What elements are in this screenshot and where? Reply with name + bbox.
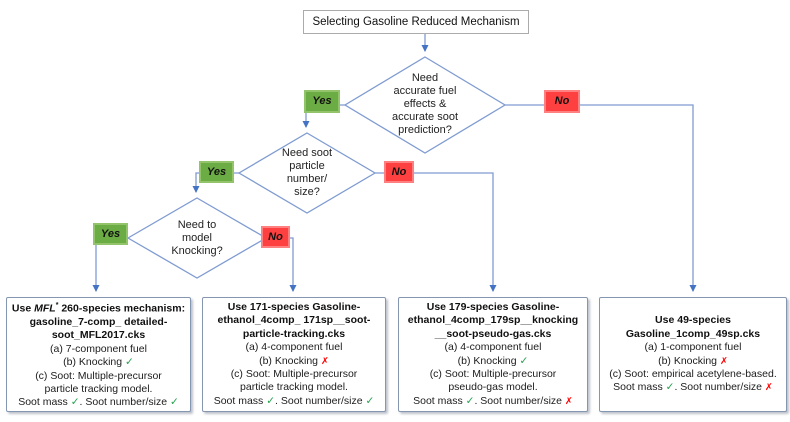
text-segment: MFL xyxy=(34,302,56,315)
result-box-line: (b) Knocking ✓ xyxy=(400,355,586,368)
text-segment: particle tracking model. xyxy=(44,383,153,396)
text-segment: Soot mass xyxy=(613,381,666,394)
check-icon: ✓ xyxy=(266,394,276,407)
text-segment: gasoline_7-comp_ detailed- xyxy=(29,316,168,329)
text-segment: (b) Knocking xyxy=(259,354,321,367)
yes-label-decision1: Yes xyxy=(304,90,340,113)
decision-diamond-fuel-effects xyxy=(343,56,507,154)
cross-icon: ✗ xyxy=(564,395,573,407)
text-segment: (a) 7-component fuel xyxy=(50,342,147,355)
result-box-line: (a) 7-component fuel xyxy=(8,343,189,356)
result-box-line: (b) Knocking ✓ xyxy=(8,356,189,369)
result-box-gasoline-ethanol-4comp-171sp: Use 171-species Gasoline-ethanol_4comp_ … xyxy=(202,297,386,412)
connector-decision3-yes-to-box1 xyxy=(92,237,128,292)
result-box-line: (c) Soot: empirical acetylene-based. xyxy=(601,368,785,381)
text-segment: . Soot number/size xyxy=(79,396,170,409)
text-segment: particle tracking model. xyxy=(240,381,348,394)
no-label-decision3: No xyxy=(261,226,290,248)
result-box-line: (a) 4-component fuel xyxy=(400,341,586,354)
text-segment: (a) 4-component fuel xyxy=(444,341,542,354)
check-icon: ✓ xyxy=(365,394,375,407)
result-box-line: Soot mass ✓. Soot number/size ✗ xyxy=(601,381,785,394)
text-segment: (b) Knocking xyxy=(457,354,520,367)
text-segment: soot_MFL2017.cks xyxy=(51,329,146,342)
text-segment: (c) Soot: empirical acetylene-based. xyxy=(609,367,777,380)
decision-question-knocking: Need to model Knocking? xyxy=(171,219,223,257)
yes-label-decision3: Yes xyxy=(93,223,128,245)
text-segment: (a) 4-component fuel xyxy=(245,341,343,354)
result-box-line: (a) 1-component fuel xyxy=(601,341,785,354)
result-box-line: (a) 4-component fuel xyxy=(204,341,384,354)
check-icon: ✓ xyxy=(70,396,80,409)
result-box-title: Use 171-species Gasoline-ethanol_4comp_ … xyxy=(204,301,384,341)
cross-icon: ✗ xyxy=(320,355,329,367)
cross-icon: ✗ xyxy=(719,355,728,367)
text-segment: Use xyxy=(11,302,35,315)
text-segment: ethanol_4comp_179sp__knocking xyxy=(407,314,579,327)
result-box-line: (b) Knocking ✗ xyxy=(204,355,384,368)
decision-diamond-soot-particle xyxy=(237,132,377,214)
check-icon: ✓ xyxy=(125,356,134,369)
text-segment: Soot mass xyxy=(213,394,267,407)
text-segment: Use 171-species Gasoline- xyxy=(227,300,361,313)
check-icon: ✓ xyxy=(519,354,529,367)
yes-label-decision2: Yes xyxy=(199,161,234,183)
connector-decision2-no-to-box3 xyxy=(375,172,497,292)
text-segment: Use 179-species Gasoline- xyxy=(426,300,560,313)
result-box-title: Use 179-species Gasoline-ethanol_4comp_1… xyxy=(400,301,586,341)
text-segment: Soot mass xyxy=(413,394,466,407)
text-segment: pseudo-gas model. xyxy=(448,381,538,394)
text-segment: * xyxy=(55,302,59,310)
decision-diamond-knocking xyxy=(126,197,268,279)
text-segment: (b) Knocking xyxy=(63,356,126,369)
result-box-title: Use MFL* 260-species mechanism:gasoline_… xyxy=(8,299,189,343)
text-segment: (c) Soot: Multiple-precursor xyxy=(429,367,557,380)
text-segment: particle-tracking.cks xyxy=(242,327,346,340)
result-box-line: Soot mass ✓. Soot number/size ✓ xyxy=(204,395,384,408)
result-box-line: Soot mass ✓. Soot number/size ✗ xyxy=(400,395,586,408)
cross-icon: ✗ xyxy=(764,382,773,394)
result-box-line: (b) Knocking ✗ xyxy=(601,355,785,368)
result-box-line: Soot mass ✓. Soot number/size ✓ xyxy=(8,396,189,409)
text-segment: (a) 1-component fuel xyxy=(644,341,742,354)
text-segment: . Soot number/size xyxy=(275,394,366,407)
start-node: Selecting Gasoline Reduced Mechanism xyxy=(303,10,529,34)
check-icon: ✓ xyxy=(170,396,179,409)
text-segment: 260-species mechanism: xyxy=(58,302,186,315)
connector-decision1-no-to-box4 xyxy=(505,104,697,292)
no-label-decision1: No xyxy=(544,90,580,113)
text-segment: __soot-pseudo-gas.cks xyxy=(434,327,552,340)
text-segment: . Soot number/size xyxy=(474,394,565,407)
decision-question-fuel-effects: Need accurate fuel effects & accurate so… xyxy=(391,72,459,136)
check-icon: ✓ xyxy=(465,394,475,407)
check-icon: ✓ xyxy=(665,381,675,394)
text-segment: ethanol_4comp_ 171sp__soot- xyxy=(217,314,371,327)
result-box-mfl-260-species-mechanism: Use MFL* 260-species mechanism:gasoline_… xyxy=(6,297,191,412)
decision-question-soot-particle: Need soot particle number/ size? xyxy=(281,147,333,198)
text-segment: Soot mass xyxy=(18,396,71,409)
text-segment: Gasoline_1comp_49sp.cks xyxy=(625,327,761,340)
text-segment: (c) Soot: Multiple-precursor xyxy=(35,369,162,382)
text-segment: . Soot number/size xyxy=(674,381,765,394)
text-segment: Use 49-species xyxy=(655,314,731,327)
no-label-decision2: No xyxy=(384,161,414,183)
text-segment: (b) Knocking xyxy=(658,354,720,367)
result-box-gasoline-ethanol-4comp-179sp-knocking: Use 179-species Gasoline-ethanol_4comp_1… xyxy=(398,297,588,412)
text-segment: (c) Soot: Multiple-precursor xyxy=(230,367,358,380)
